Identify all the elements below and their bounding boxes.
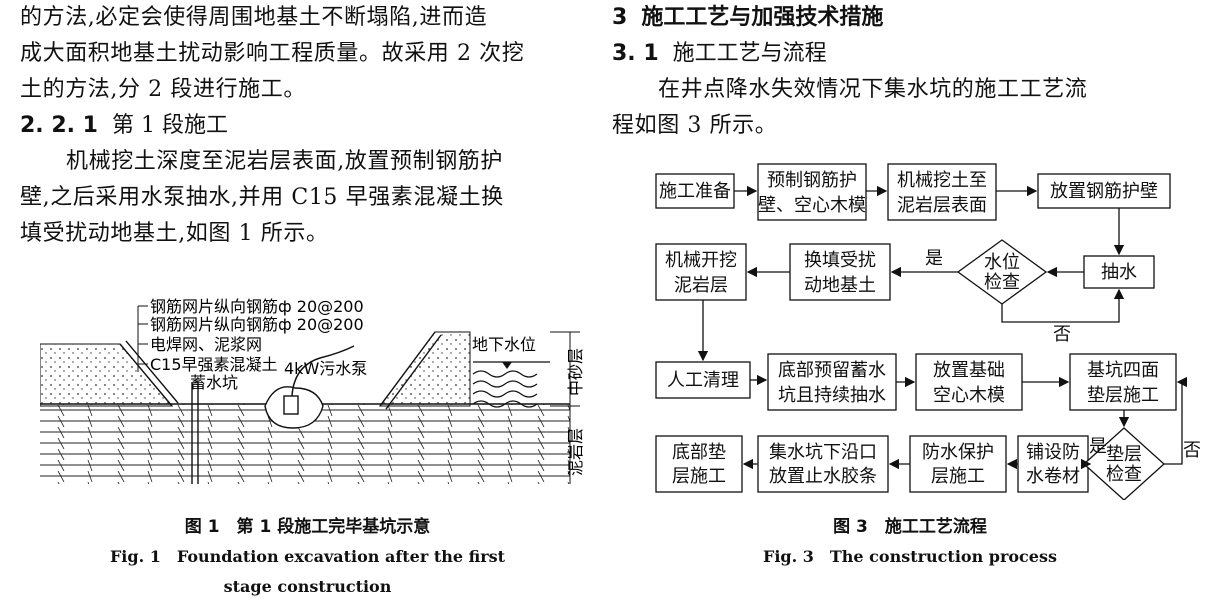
text-line: 填受扰动地基土,如图 1 所示。 <box>20 221 329 246</box>
node-cushion-check-label-1: 垫层 <box>1106 444 1142 465</box>
node-formwork-label-2: 空心木模 <box>933 385 1005 406</box>
caption-en-line-1: Fig. 1 Foundation excavation after the f… <box>109 547 506 566</box>
node-protect-label-1: 防水保护 <box>922 442 994 463</box>
node-membrane-label-2: 水卷材 <box>1026 466 1080 487</box>
label-pump: 4kW污水泵 <box>284 359 367 378</box>
groundwater-waves <box>472 370 538 408</box>
yes-label-cushion: 是 <box>1089 436 1107 457</box>
section-heading-2-2-1: 2. 2. 1 第 1 段施工 <box>20 108 228 144</box>
node-dig-label-2: 泥岩层表面 <box>897 195 987 216</box>
node-dig <box>887 163 997 221</box>
text-line: 土的方法,分 2 段进行施工。 <box>20 77 306 102</box>
node-cushion <box>1069 353 1177 411</box>
text-line: 成大面积地基土扰动影响工程质量。故采用 2 次挖 <box>20 41 525 66</box>
text-line: 程如图 3 所示。 <box>612 113 778 138</box>
water-level-marker <box>502 362 512 369</box>
section-title: 施工工艺与加强技术措施 <box>641 5 884 30</box>
node-membrane <box>1017 435 1089 493</box>
section-number: 3. 1 <box>612 41 659 66</box>
pump-icon <box>283 395 299 415</box>
node-sealing-label-2: 放置止水胶条 <box>769 466 877 487</box>
paragraph-3: 在井点降水失效情况下集水坑的施工工艺流 程如图 3 所示。 <box>612 72 1208 144</box>
node-cushion-check-label-2: 检查 <box>1106 464 1142 485</box>
label-sump-pit: 蓄水坑 <box>190 373 238 392</box>
flow-arrows <box>697 185 1188 470</box>
node-prefab-label-2: 壁、空心木模 <box>758 195 866 216</box>
node-prefab <box>757 163 867 221</box>
node-bottom-label-1: 底部垫 <box>672 442 726 463</box>
figure-3-caption: 图 3 施工工艺流程 Fig. 3 The construction proce… <box>612 512 1208 572</box>
text-line: 壁,之后采用水泵抽水,并用 C15 早强素混凝土换 <box>20 185 504 210</box>
node-bottom <box>655 435 743 493</box>
node-bottom-label-2: 层施工 <box>672 466 726 487</box>
caption-cn: 图 3 施工工艺流程 <box>833 517 987 537</box>
caption-en-line-2: stage construction <box>223 577 392 596</box>
node-dig-label-1: 机械挖土至 <box>897 170 987 191</box>
label-concrete: C15早强素混凝土 <box>150 355 278 374</box>
label-water-level: 地下水位 <box>472 335 536 354</box>
figure-1-caption: 图 1 第 1 段施工完毕基坑示意 Fig. 1 Foundation exca… <box>20 512 595 602</box>
text-line: 机械挖土深度至泥岩层表面,放置预制钢筋护 <box>66 149 503 174</box>
section-title: 第 1 段施工 <box>111 113 228 138</box>
node-pump-label: 抽水 <box>1101 262 1137 283</box>
node-place-wall-label: 放置钢筋护壁 <box>1050 181 1158 202</box>
node-clean-label: 人工清理 <box>667 370 739 391</box>
node-water-check-label-2: 检查 <box>984 272 1020 293</box>
node-cushion-label-1: 基坑四面 <box>1087 360 1159 381</box>
label-mesh: 电焊网、泥浆网 <box>150 335 262 354</box>
yes-label-water: 是 <box>925 248 943 269</box>
section-heading-3: 3 施工工艺与加强技术措施 <box>612 0 883 36</box>
node-mudstone-label-2: 泥岩层 <box>674 275 728 296</box>
node-sump-label-1: 底部预留蓄水 <box>778 360 886 381</box>
node-mudstone-label-1: 机械开挖 <box>665 250 737 271</box>
node-formwork <box>915 353 1023 411</box>
label-rebar-2: 钢筋网片纵向钢筋ф 20@200 <box>150 315 364 334</box>
caption-en: Fig. 3 The construction process <box>762 547 1057 566</box>
node-sealing <box>757 435 889 493</box>
section-heading-3-1: 3. 1 施工工艺与流程 <box>612 36 827 72</box>
node-pump <box>1083 255 1155 289</box>
node-formwork-label-1: 放置基础 <box>933 360 1005 381</box>
section-number: 2. 2. 1 <box>20 113 98 138</box>
sump-pit <box>264 345 355 429</box>
label-sand-layer: 中砂层 <box>566 348 585 396</box>
node-refill-label-1: 换填受扰 <box>804 250 876 271</box>
paragraph-2: 机械挖土深度至泥岩层表面,放置预制钢筋护 壁,之后采用水泵抽水,并用 C15 早… <box>20 144 595 252</box>
text-line: 的方法,必定会使得周围地基土不断塌陷,进而造 <box>20 5 488 30</box>
node-mudstone <box>655 243 747 301</box>
node-protect-label-2: 层施工 <box>931 466 985 487</box>
node-sump-label-2: 坑且持续抽水 <box>778 385 886 406</box>
node-refill-label-2: 动地基土 <box>804 275 876 296</box>
node-start <box>655 173 735 209</box>
node-membrane-label-1: 铺设防 <box>1026 442 1080 463</box>
node-start-label: 施工准备 <box>659 181 731 202</box>
excavation-diagram: 钢筋网片纵向钢筋ф 20@200 钢筋网片纵向钢筋ф 20@200 电焊网、泥浆… <box>39 297 585 484</box>
paragraph-1: 的方法,必定会使得周围地基土不断塌陷,进而造 成大面积地基土扰动影响工程质量。故… <box>20 0 524 108</box>
label-mudstone-layer: 泥岩层 <box>566 428 585 476</box>
process-flowchart: 施工准备 预制钢筋护 壁、空心木模 机械挖土至 泥岩层表面 放置钢筋护壁 机械开… <box>655 163 1201 501</box>
section-number: 3 <box>612 5 628 30</box>
label-rebar-1: 钢筋网片纵向钢筋ф 20@200 <box>150 297 364 316</box>
node-sealing-label-1: 集水坑下沿口 <box>769 442 877 463</box>
node-water-check-label-1: 水位 <box>984 252 1020 273</box>
caption-cn: 图 1 第 1 段施工完毕基坑示意 <box>184 517 431 537</box>
node-refill <box>789 243 891 301</box>
no-label-cushion: 否 <box>1183 440 1201 461</box>
node-place-wall <box>1037 173 1171 209</box>
section-title: 施工工艺与流程 <box>672 41 827 66</box>
no-label-water: 否 <box>1053 324 1071 345</box>
node-sump <box>767 353 897 411</box>
node-cushion-label-2: 垫层施工 <box>1087 385 1159 406</box>
figure-1: 钢筋网片纵向钢筋ф 20@200 钢筋网片纵向钢筋ф 20@200 电焊网、泥浆… <box>39 284 600 484</box>
figure-3: 施工准备 预制钢筋护 壁、空心木模 机械挖土至 泥岩层表面 放置钢筋护壁 机械开… <box>652 160 1208 501</box>
right-soil-slope <box>379 331 471 407</box>
node-prefab-label-1: 预制钢筋护 <box>767 170 857 191</box>
text-line: 在井点降水失效情况下集水坑的施工工艺流 <box>658 77 1088 102</box>
